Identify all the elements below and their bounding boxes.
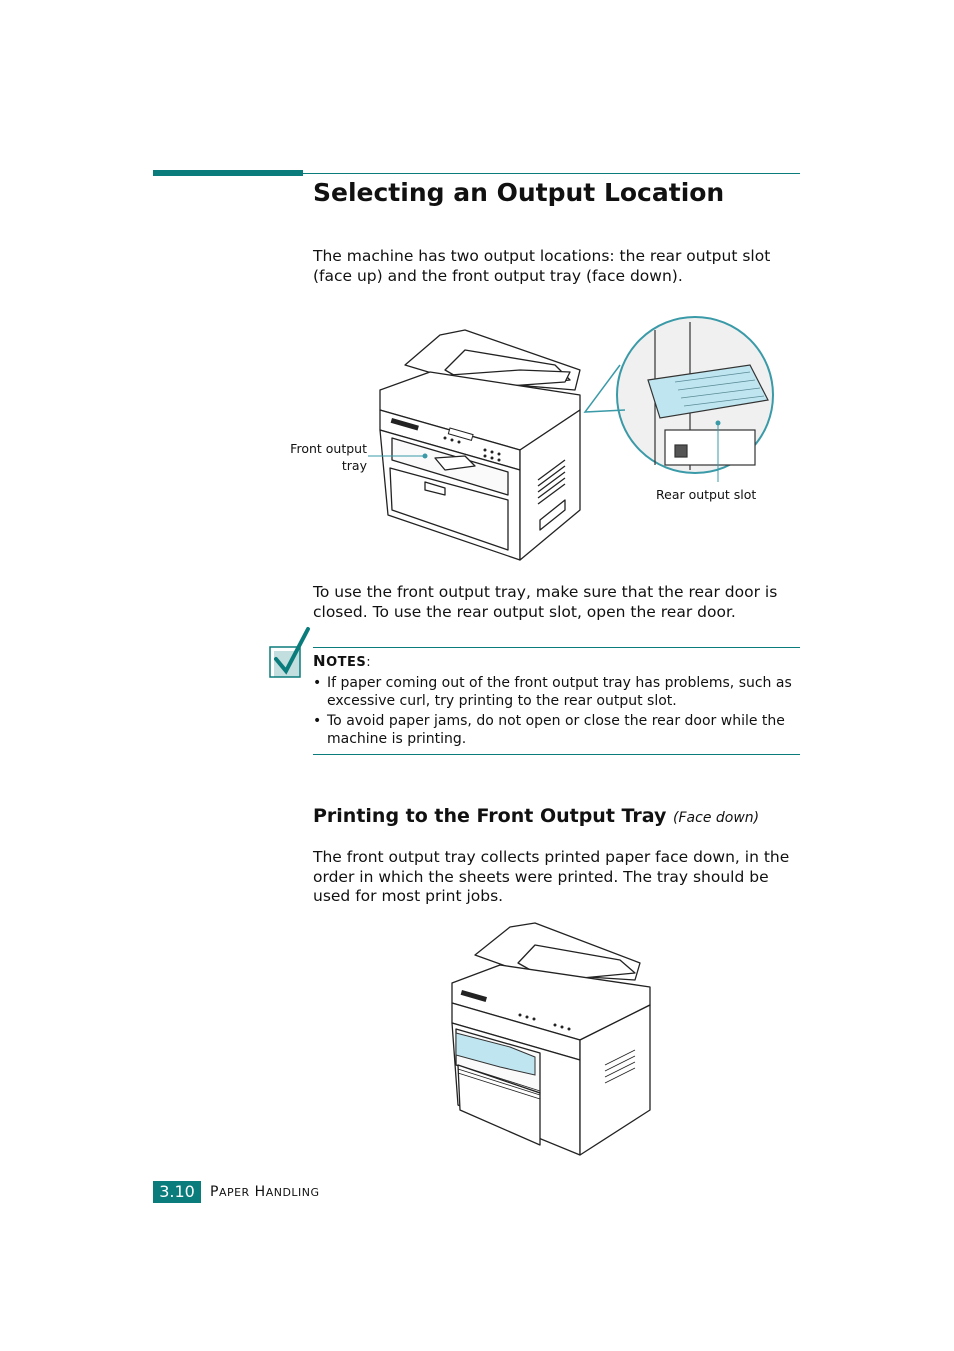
- subsection-paragraph: The front output tray collects printed p…: [313, 848, 790, 905]
- notes-bottom-rule: [313, 754, 800, 755]
- chapter-initial-h: H: [254, 1184, 266, 1200]
- notes-top-rule: [313, 647, 800, 648]
- usage-paragraph: To use the front output tray, make sure …: [313, 583, 778, 621]
- note-bullet: •: [313, 713, 322, 729]
- chapter-word-aper: APER: [218, 1186, 250, 1199]
- rear-output-slot-label: Rear output slot: [656, 487, 757, 502]
- note-text: If paper coming out of the front output …: [327, 675, 792, 709]
- note-bullet: •: [313, 675, 322, 691]
- printer-front-tray-figure: [451, 922, 651, 1156]
- chapter-title: PAPER HANDLING: [210, 1184, 320, 1200]
- front-label-line2: tray: [341, 458, 367, 473]
- front-output-tray-label: Front output tray: [289, 440, 367, 474]
- printer-output-figure: [368, 316, 774, 561]
- page-number: 3.10: [153, 1181, 201, 1203]
- notes-heading: NOTES:: [313, 652, 371, 670]
- checkmark-note-icon: [269, 627, 310, 678]
- notes-heading-initial: N: [313, 652, 327, 670]
- note-text: To avoid paper jams, do not open or clos…: [327, 713, 785, 747]
- subsection-title: Printing to the Front Output Tray (Face …: [313, 805, 759, 827]
- section-title: Selecting an Output Location: [313, 178, 725, 207]
- chapter-initial-p: P: [210, 1184, 219, 1200]
- chapter-word-andling: ANDLING: [265, 1186, 320, 1199]
- front-label-line1: Front output: [290, 441, 367, 456]
- notes-heading-colon: :: [366, 655, 372, 670]
- intro-paragraph: The machine has two output locations: th…: [313, 247, 771, 285]
- subsection-subtitle: (Face down): [673, 810, 760, 826]
- header-accent-bar: [153, 170, 303, 176]
- notes-heading-rest: OTES: [326, 655, 367, 670]
- subsection-title-text: Printing to the Front Output Tray: [313, 805, 667, 827]
- note-item: • To avoid paper jams, do not open or cl…: [313, 712, 803, 748]
- note-item: • If paper coming out of the front outpu…: [313, 674, 803, 710]
- header-rule: [303, 173, 800, 174]
